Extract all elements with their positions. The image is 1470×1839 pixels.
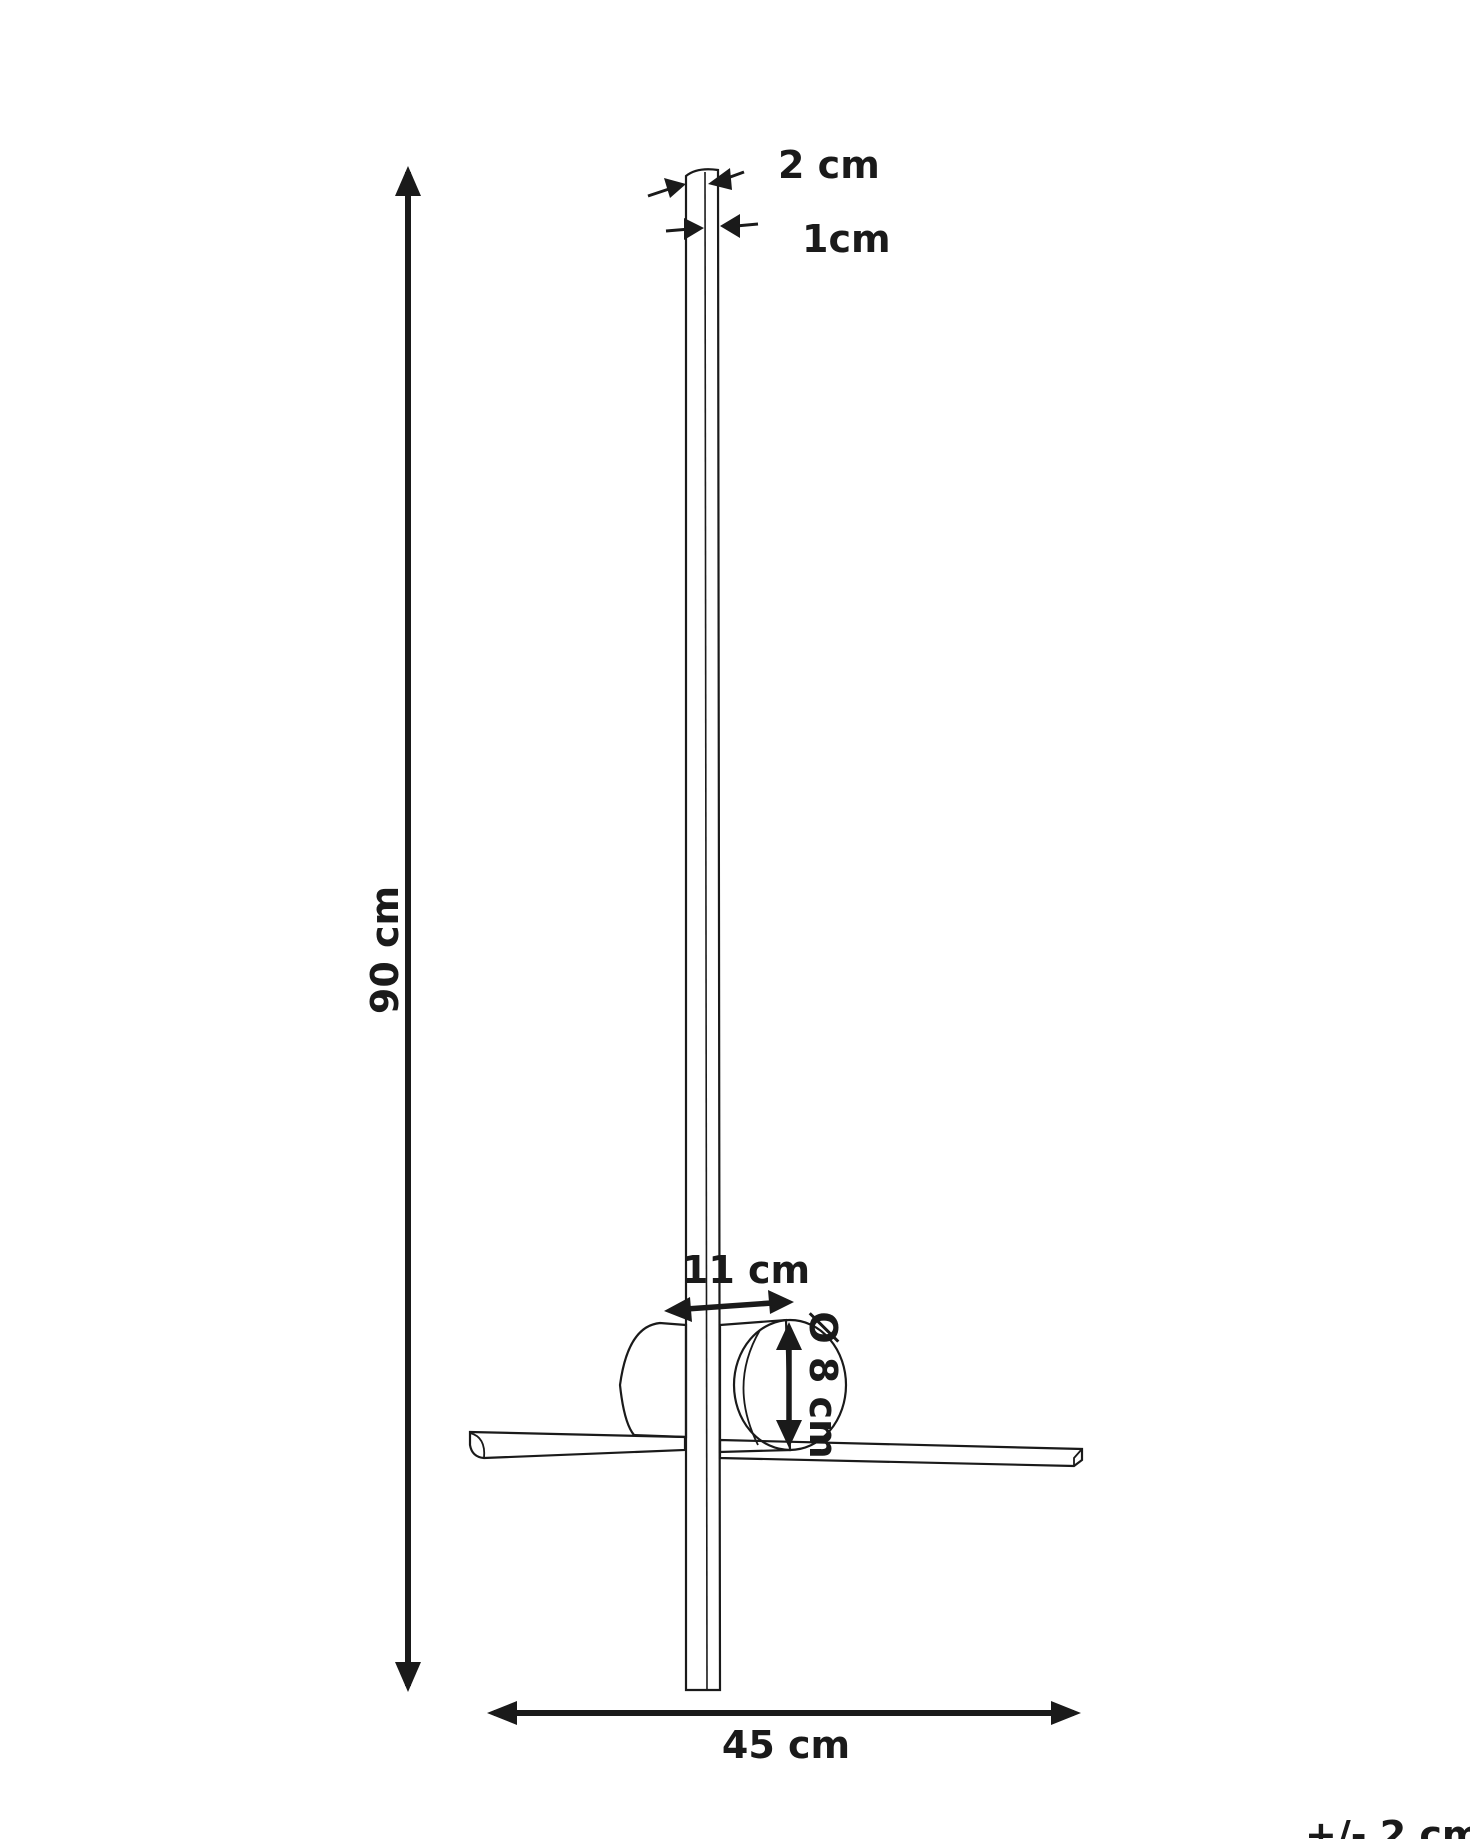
lamp-shades xyxy=(618,1318,848,1454)
right-shade-inner xyxy=(742,1329,761,1446)
width-dimension: 45 cm xyxy=(487,1701,1081,1767)
mount-width-dimension: 11 cm xyxy=(664,1248,810,1322)
top-width-arrow-left xyxy=(664,178,686,198)
shade-diameter-label: Ø 8 cm xyxy=(801,1311,845,1458)
lower-bar-left xyxy=(468,1430,687,1460)
top-depth-arrow-right xyxy=(720,214,740,238)
lower-bar-right-end xyxy=(1073,1448,1083,1466)
lower-bar-right xyxy=(718,1438,1084,1468)
height-arrow-top xyxy=(395,166,421,196)
right-shade-face xyxy=(732,1318,848,1452)
height-dimension: 90 cm xyxy=(363,166,421,1692)
top-width-label: 2 cm xyxy=(778,143,880,187)
mount-width-label: 11 cm xyxy=(682,1248,810,1292)
tolerance-note: +/- 2 cm xyxy=(1305,1813,1470,1839)
mount-width-arrow-left xyxy=(664,1297,692,1322)
left-shade xyxy=(618,1321,688,1439)
lamp-lower-bar xyxy=(468,1430,1084,1468)
shade-diameter-arrow-top xyxy=(776,1322,802,1350)
top-width-dimension: 2 cm xyxy=(647,143,880,198)
top-width-arrow-right xyxy=(708,168,732,190)
width-label: 45 cm xyxy=(722,1723,850,1767)
height-label: 90 cm xyxy=(363,886,407,1014)
width-arrow-left xyxy=(487,1701,517,1725)
width-arrow-right xyxy=(1051,1701,1081,1725)
height-arrow-bottom xyxy=(395,1662,421,1692)
top-depth-dimension: 1cm xyxy=(665,214,891,261)
top-depth-label: 1cm xyxy=(802,217,891,261)
lower-bar-left-end xyxy=(469,1432,486,1459)
lamp-rod-edge xyxy=(704,171,708,1691)
lamp-rod xyxy=(684,168,722,1692)
mount-width-line xyxy=(671,1299,787,1313)
mount-width-arrow-right xyxy=(768,1290,794,1314)
shade-diameter-dimension: Ø 8 cm xyxy=(776,1311,845,1459)
shade-diameter-arrow-bottom xyxy=(776,1420,802,1448)
lamp-rod-outline xyxy=(684,168,722,1692)
top-depth-arrow-left xyxy=(684,218,704,240)
